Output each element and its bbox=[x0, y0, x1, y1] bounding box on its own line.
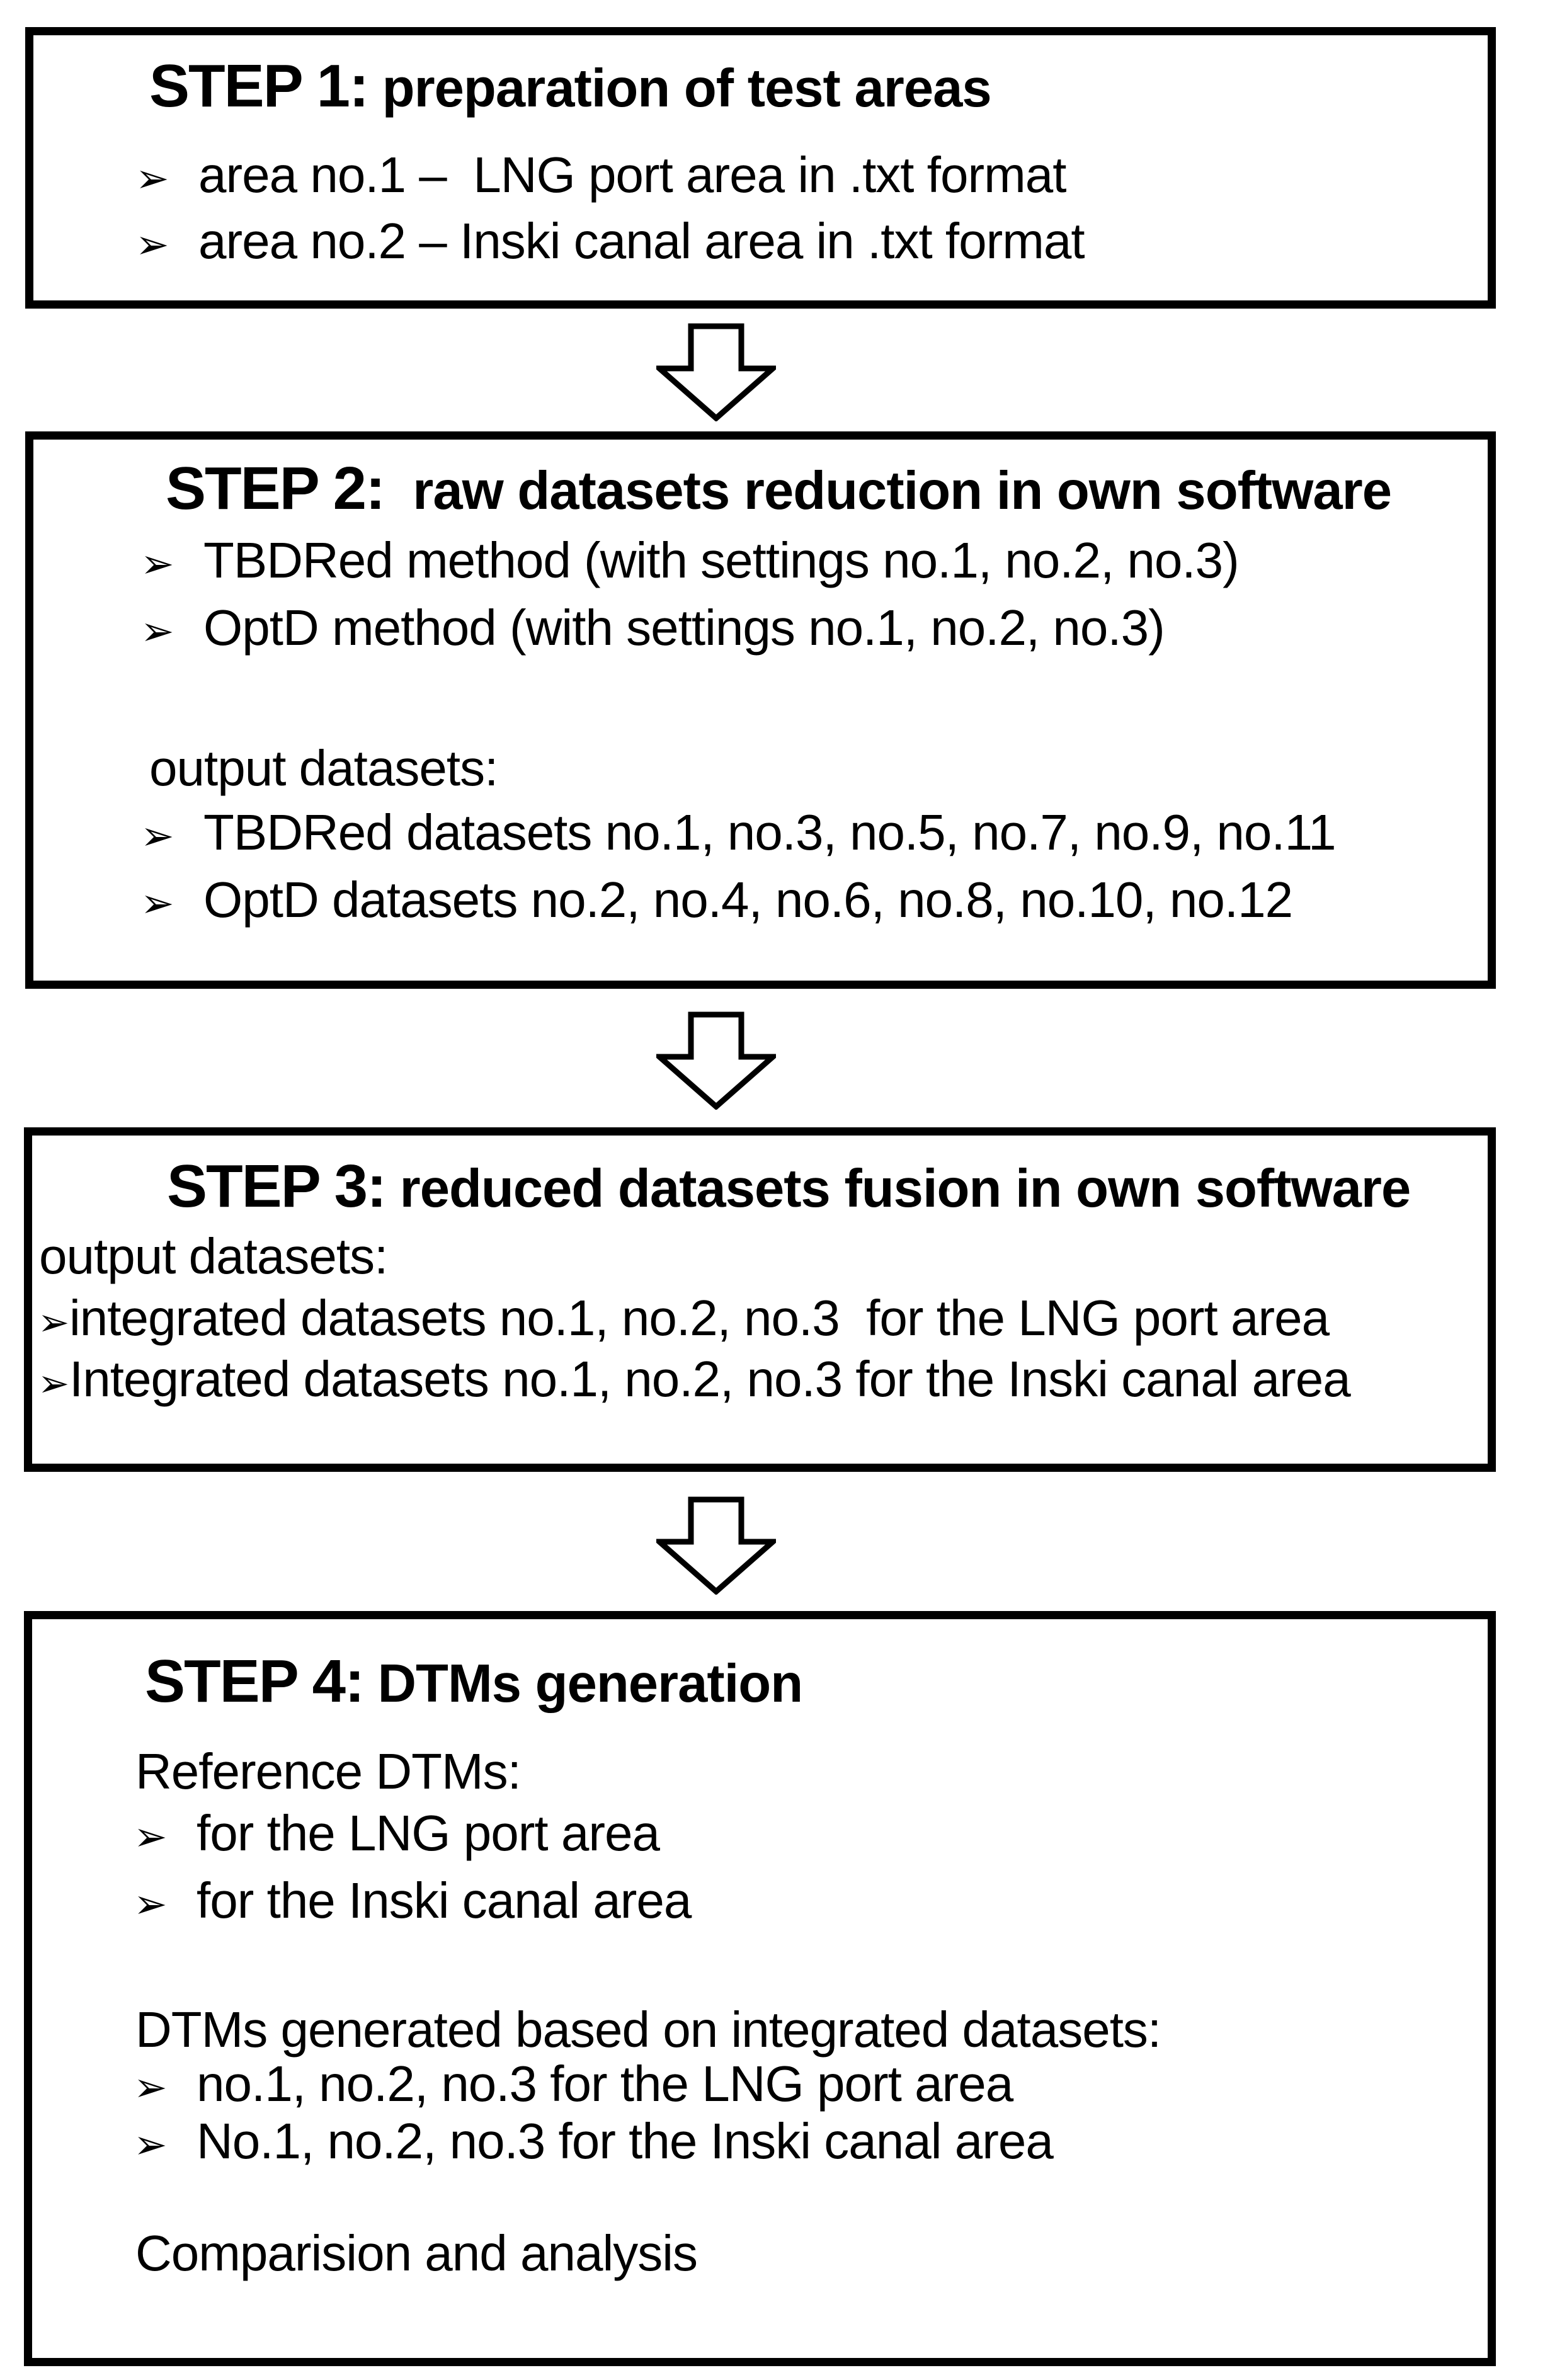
step-1-box: STEP 1: preparation of test areas ➢ area … bbox=[25, 27, 1496, 309]
arrow-bullet-icon: ➢ bbox=[140, 813, 174, 858]
bullet-item: ➢integrated datasets no.1, no.2, no.3 fo… bbox=[38, 1290, 1330, 1346]
bullet-text: area no.1 – LNG port area in .txt format bbox=[198, 147, 1066, 203]
section-label: output datasets: bbox=[149, 740, 498, 796]
bullet-item: ➢ area no.1 – LNG port area in .txt forma… bbox=[135, 147, 1066, 203]
arrow-bullet-icon: ➢ bbox=[38, 1362, 70, 1404]
text-line: output datasets: bbox=[149, 741, 498, 796]
arrow-bullet-icon: ➢ bbox=[134, 1814, 168, 1859]
arrow-bullet-icon: ➢ bbox=[134, 2122, 168, 2167]
bullet-item: ➢ for the LNG port area bbox=[134, 1805, 660, 1861]
bullet-text: TBDRed method (with settings no.1, no.2,… bbox=[203, 532, 1240, 588]
step-3-title: STEP 3: reduced datasets fusion in own s… bbox=[167, 1153, 1411, 1220]
step-2-label: STEP 2: bbox=[166, 455, 385, 522]
text-line: Reference DTMs: bbox=[135, 1743, 522, 1799]
step-4-box: STEP 4: DTMs generation Reference DTMs: … bbox=[24, 1611, 1496, 2366]
bullet-item: ➢ TBDRed method (with settings no.1, no.2… bbox=[140, 532, 1240, 588]
step-3-title-text: reduced datasets fusion in own software bbox=[385, 1159, 1411, 1219]
bullet-item: ➢ No.1, no.2, no.3 for the Inski canal ar… bbox=[134, 2113, 1054, 2169]
step-3-label: STEP 3: bbox=[167, 1153, 387, 1220]
step-4-label: STEP 4: bbox=[145, 1648, 365, 1715]
arrow-bullet-icon: ➢ bbox=[140, 608, 174, 654]
arrow-bullet-icon: ➢ bbox=[134, 1881, 168, 1927]
step-2-title: STEP 2: raw datasets reduction in own so… bbox=[166, 455, 1392, 522]
section-label: Reference DTMs: bbox=[135, 1743, 522, 1799]
step-1-title-text: preparation of test areas bbox=[368, 59, 992, 118]
bullet-text: area no.2 – Inski canal area in .txt for… bbox=[198, 213, 1085, 269]
step-4-title: STEP 4: DTMs generation bbox=[145, 1648, 804, 1715]
text-line: Comparision and analysis bbox=[135, 2225, 698, 2281]
bullet-text: TBDRed datasets no.1, no.3, no.5, no.7, … bbox=[203, 804, 1337, 860]
bullet-item: ➢ TBDRed datasets no.1, no.3, no.5, no.7,… bbox=[140, 804, 1337, 860]
bullet-item: ➢ for the Inski canal area bbox=[134, 1872, 692, 1928]
arrow-bullet-icon: ➢ bbox=[135, 156, 169, 201]
section-label: output datasets: bbox=[39, 1228, 388, 1284]
bullet-item: ➢Integrated datasets no.1, no.2, no.3 fo… bbox=[38, 1351, 1351, 1407]
step-1-title: STEP 1: preparation of test areas bbox=[149, 52, 992, 120]
bullet-text: no.1, no.2, no.3 for the LNG port area bbox=[197, 2056, 1013, 2112]
flow-down-arrow-icon bbox=[656, 1011, 776, 1110]
bullet-text: integrated datasets no.1, no.2, no.3 for… bbox=[69, 1290, 1330, 1346]
arrow-bullet-icon: ➢ bbox=[135, 222, 169, 267]
section-label: DTMs generated based on integrated datas… bbox=[135, 2001, 1161, 2058]
bullet-item: ➢ area no.2 – Inski canal area in .txt fo… bbox=[135, 214, 1085, 269]
bullet-item: ➢ no.1, no.2, no.3 for the LNG port area bbox=[134, 2056, 1013, 2112]
step-2-title-text: raw datasets reduction in own software bbox=[384, 461, 1392, 521]
step-2-box: STEP 2: raw datasets reduction in own so… bbox=[25, 431, 1496, 989]
step-3-box: STEP 3: reduced datasets fusion in own s… bbox=[24, 1127, 1496, 1472]
bullet-text: No.1, no.2, no.3 for the Inski canal are… bbox=[197, 2113, 1054, 2169]
bullet-item: ➢ OptD datasets no.2, no.4, no.6, no.8, n… bbox=[140, 872, 1293, 928]
bullet-text: Integrated datasets no.1, no.2, no.3 for… bbox=[69, 1351, 1351, 1407]
bullet-text: OptD datasets no.2, no.4, no.6, no.8, no… bbox=[203, 872, 1293, 928]
flow-down-arrow-icon bbox=[656, 1496, 776, 1595]
arrow-bullet-icon: ➢ bbox=[134, 2064, 168, 2110]
text-line: DTMs generated based on integrated datas… bbox=[135, 2002, 1161, 2058]
arrow-bullet-icon: ➢ bbox=[140, 541, 174, 586]
step-1-label: STEP 1: bbox=[149, 52, 369, 120]
bullet-text: for the Inski canal area bbox=[197, 1872, 692, 1928]
step-4-title-text: DTMs generation bbox=[363, 1654, 804, 1714]
section-label: Comparision and analysis bbox=[135, 2225, 698, 2281]
text-line: output datasets: bbox=[39, 1228, 388, 1284]
flow-down-arrow-icon bbox=[656, 323, 776, 421]
arrow-bullet-icon: ➢ bbox=[140, 880, 174, 926]
bullet-text: OptD method (with settings no.1, no.2, n… bbox=[203, 600, 1165, 656]
arrow-bullet-icon: ➢ bbox=[38, 1301, 70, 1343]
bullet-text: for the LNG port area bbox=[197, 1805, 660, 1861]
bullet-item: ➢ OptD method (with settings no.1, no.2, … bbox=[140, 600, 1165, 656]
